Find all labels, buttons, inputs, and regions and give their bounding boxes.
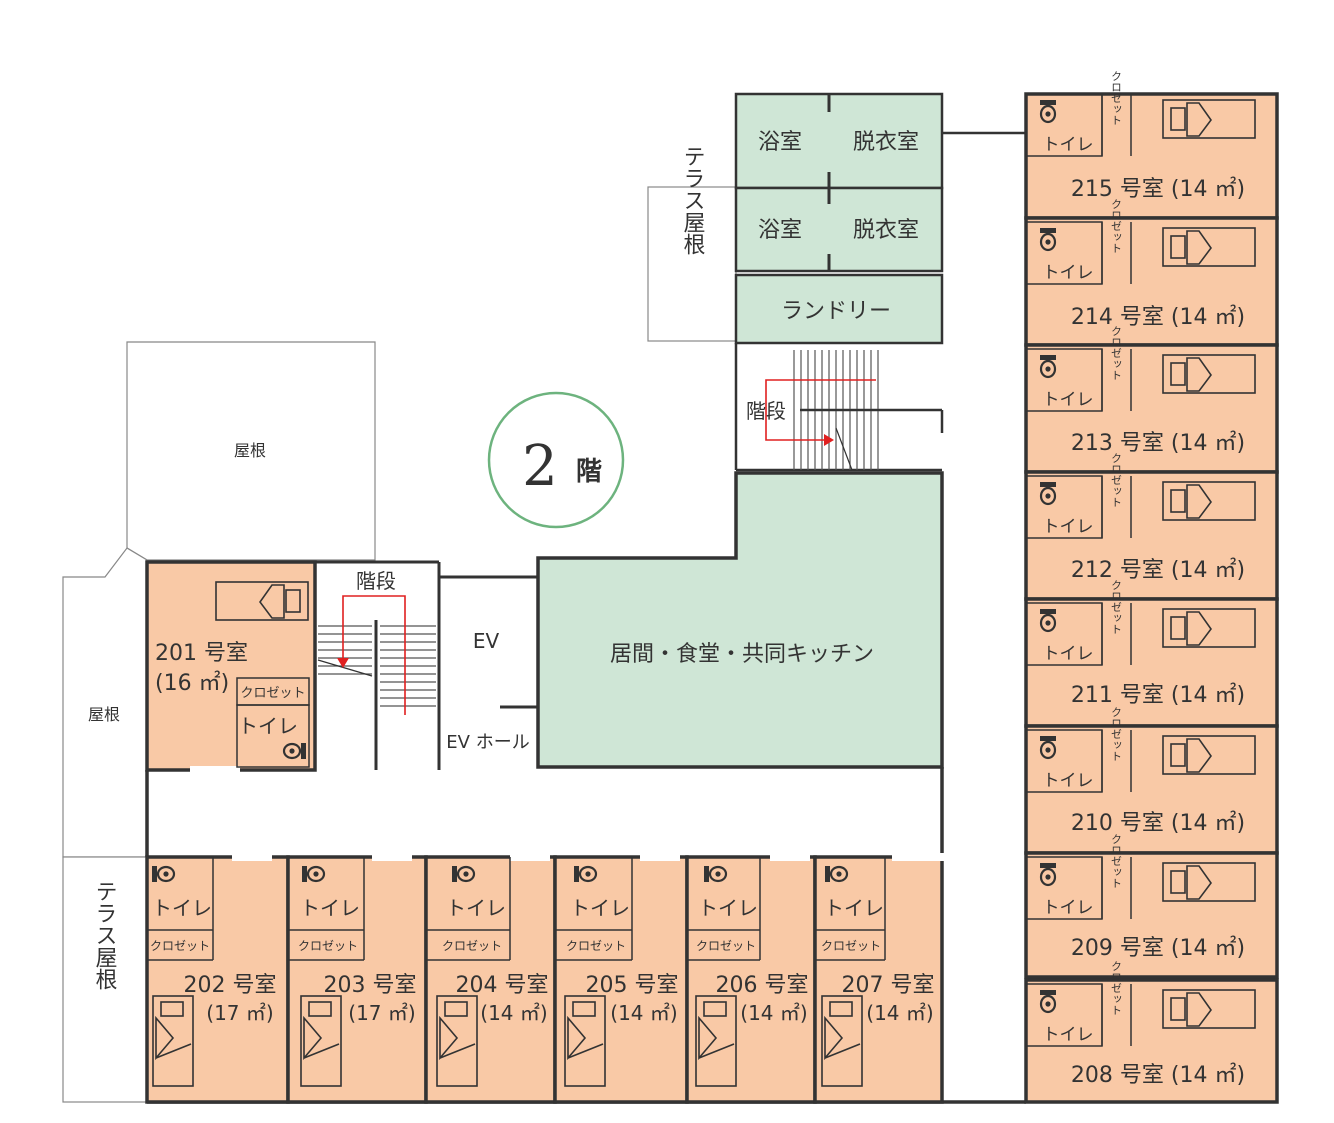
room-203-name: 203 号室	[324, 973, 417, 998]
room-205[interactable]: トイレ クロゼット 205 号室 (14 ㎡)	[553, 853, 689, 1104]
toilet-label: トイレ	[1043, 135, 1094, 155]
toilet-label: トイレ	[1043, 1025, 1094, 1045]
room-212-name: 212 号室 (14 ㎡)	[1071, 557, 1245, 583]
floor-badge: 2 階	[487, 391, 625, 529]
roof-label: 屋根	[234, 441, 266, 460]
room-205-area: (14 ㎡)	[610, 1001, 677, 1025]
stairs-upper: 階段	[734, 343, 944, 472]
changing-label: 脱衣室	[853, 130, 919, 155]
roof-left: 屋根	[62, 547, 148, 858]
toilet-label: トイレ	[1043, 390, 1094, 410]
toilet-label: トイレ	[300, 896, 360, 920]
closet-label: クロゼット	[1110, 960, 1123, 1015]
room-209[interactable]: トイレ クロゼット 209 号室 (14 ㎡)	[1024, 833, 1279, 979]
room-214-name: 214 号室 (14 ㎡)	[1071, 304, 1245, 330]
closet-label: クロゼット	[1110, 833, 1123, 888]
room-206[interactable]: トイレ クロゼット 206 号室 (14 ㎡)	[685, 853, 817, 1104]
toilet-label: トイレ	[698, 896, 758, 920]
room-211[interactable]: トイレ クロゼット 211 号室 (14 ㎡)	[1024, 579, 1279, 728]
terrace-roof-bottom-left: テラス屋根	[62, 856, 148, 1103]
room-204-area: (14 ㎡)	[480, 1001, 547, 1025]
room-203-area: (17 ㎡)	[348, 1001, 415, 1025]
toilet-label: トイレ	[238, 714, 298, 738]
bath-2: 浴室 脱衣室	[734, 186, 944, 273]
room-215[interactable]: トイレ クロゼット 215 号室 (14 ㎡)	[1024, 70, 1279, 220]
room-201-name: 201 号室	[155, 641, 248, 666]
room-213-name: 213 号室 (14 ㎡)	[1071, 430, 1245, 456]
roof-label-left: 屋根	[88, 705, 120, 724]
room-206-name: 206 号室	[716, 973, 809, 998]
closet-label: クロゼット	[696, 939, 756, 953]
ev-label: EV	[473, 629, 500, 653]
closet-label: クロゼット	[150, 939, 210, 953]
toilet-label: トイレ	[824, 896, 884, 920]
toilet-label: トイレ	[152, 896, 212, 920]
floor-circle	[487, 391, 625, 529]
bath-label: 浴室	[758, 130, 802, 155]
closet-label: クロゼット	[1110, 70, 1123, 125]
stairs-lower: 階段	[313, 560, 441, 770]
terrace-roof-label-left: テラス屋根	[92, 880, 118, 990]
room-205-name: 205 号室	[586, 973, 679, 998]
toilet-label: トイレ	[1043, 898, 1094, 918]
room-204-name: 204 号室	[456, 973, 549, 998]
closet-label: クロゼット	[1110, 706, 1123, 761]
stairs-label-lower: 階段	[356, 569, 396, 593]
room-211-name: 211 号室 (14 ㎡)	[1071, 682, 1245, 708]
closet-label: クロゼット	[1110, 452, 1123, 507]
closet-label: クロゼット	[1110, 198, 1123, 253]
laundry: ランドリー	[734, 273, 944, 345]
floor-number: 2	[522, 434, 558, 499]
terrace-roof-top: テラス屋根	[647, 145, 737, 342]
room-207-name: 207 号室	[842, 973, 935, 998]
closet-label: クロゼット	[566, 939, 626, 953]
room-208-name: 208 号室 (14 ㎡)	[1071, 1062, 1245, 1088]
ev-area: EV EV ホール	[439, 575, 538, 753]
room-204[interactable]: トイレ クロゼット 204 号室 (14 ㎡)	[424, 853, 557, 1104]
room-202-name: 202 号室	[184, 973, 277, 998]
room-210-name: 210 号室 (14 ㎡)	[1071, 810, 1245, 836]
room-207-area: (14 ㎡)	[866, 1001, 933, 1025]
closet-label: クロゼット	[298, 939, 358, 953]
room-209-name: 209 号室 (14 ㎡)	[1071, 935, 1245, 961]
ev-hall-label: EV ホール	[446, 732, 529, 753]
room-210[interactable]: トイレ クロゼット 210 号室 (14 ㎡)	[1024, 706, 1279, 855]
bath-label-2: 浴室	[758, 218, 802, 243]
room-212[interactable]: トイレ クロゼット 212 号室 (14 ㎡)	[1024, 452, 1279, 601]
closet-label: クロゼット	[240, 686, 305, 701]
changing-label-2: 脱衣室	[853, 218, 919, 243]
stairs-label-upper: 階段	[746, 399, 786, 423]
living-dining-kitchen: 居間・食堂・共同キッチン	[536, 471, 944, 769]
toilet-label: トイレ	[570, 896, 630, 920]
laundry-label: ランドリー	[781, 299, 891, 324]
toilet-201	[236, 704, 310, 768]
room-203[interactable]: トイレ クロゼット 203 号室 (17 ㎡)	[286, 853, 428, 1104]
room-201[interactable]: クロゼット トイレ 201 号室 (16 ㎡)	[145, 560, 317, 774]
living-label: 居間・食堂・共同キッチン	[610, 642, 874, 667]
bath-1: 浴室 脱衣室	[734, 92, 944, 190]
room-214[interactable]: トイレ クロゼット 214 号室 (14 ㎡)	[1024, 198, 1279, 347]
room-215-name: 215 号室 (14 ㎡)	[1071, 176, 1245, 202]
terrace-roof-label-top: テラス屋根	[680, 145, 706, 255]
toilet-label: トイレ	[1043, 771, 1094, 791]
toilet-label: トイレ	[1043, 263, 1094, 283]
toilet-label: トイレ	[446, 896, 506, 920]
room-213[interactable]: トイレ クロゼット 213 号室 (14 ㎡)	[1024, 325, 1279, 474]
room-207[interactable]: トイレ クロゼット 207 号室 (14 ㎡)	[813, 853, 944, 1104]
closet-label: クロゼット	[1110, 579, 1123, 634]
floor-suffix: 階	[576, 457, 602, 487]
closet-label: クロゼット	[1110, 325, 1123, 380]
room-202-area: (17 ㎡)	[206, 1001, 273, 1025]
room-208[interactable]: トイレ クロゼット 208 号室 (14 ㎡)	[1024, 960, 1279, 1104]
toilet-label: トイレ	[1043, 644, 1094, 664]
room-202[interactable]: トイレ クロゼット 202 号室 (17 ㎡)	[145, 853, 290, 1104]
room-206-area: (14 ㎡)	[740, 1001, 807, 1025]
toilet-label: トイレ	[1043, 517, 1094, 537]
room-201-area: (16 ㎡)	[155, 670, 229, 696]
closet-label: クロゼット	[442, 939, 502, 953]
roof-upper-left: 屋根	[126, 341, 376, 561]
closet-label: クロゼット	[821, 939, 881, 953]
